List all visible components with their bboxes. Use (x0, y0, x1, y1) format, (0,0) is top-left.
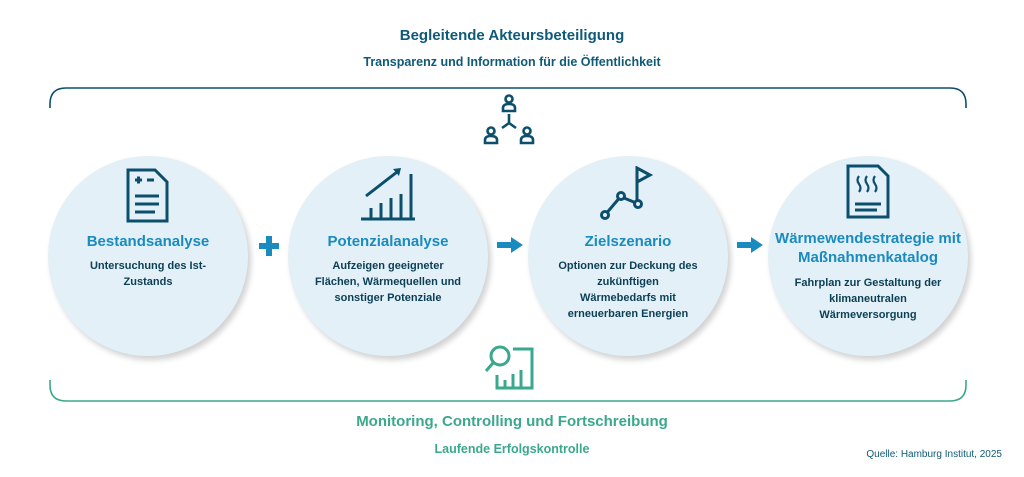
footer-subtitle: Laufende Erfolgskontrolle (434, 442, 590, 456)
step-description: Aufzeigen geeigneter Flächen, Wärmequell… (314, 260, 462, 304)
step-title: Wärmewendestrategie mit Maßnahmenkatalog (775, 230, 961, 266)
step-description: Optionen zur Deckung des zukünftigen Wär… (558, 260, 698, 320)
document-plus-minus-icon (126, 168, 169, 223)
heat-document-icon (846, 164, 890, 219)
header-title: Begleitende Akteursbeteiligung (399, 27, 625, 44)
step-title: Zielszenario (584, 233, 672, 250)
step-title: Bestandsanalyse (86, 233, 210, 250)
monitoring-icon (484, 345, 534, 390)
growth-chart-icon (361, 168, 415, 221)
step-bestandsanalyse: Bestandsanalyse Untersuchung des Ist-Zus… (48, 156, 248, 356)
arrow-connector-icon (497, 237, 523, 258)
step-description: Untersuchung des Ist-Zustands (89, 260, 207, 288)
plus-connector-icon (258, 236, 280, 261)
stakeholders-icon (483, 94, 535, 145)
route-flag-icon (600, 166, 654, 220)
step-title: Potenzialanalyse (327, 233, 449, 250)
footer-title: Monitoring, Controlling und Fortschreibu… (356, 413, 668, 430)
source-note: Quelle: Hamburg Institut, 2025 (866, 449, 1002, 460)
step-description: Fahrplan zur Gestaltung der klimaneutral… (794, 277, 942, 321)
bottom-bracket (49, 380, 967, 402)
step-waermewendestrategie: Wärmewendestrategie mit Maßnahmenkatalog… (768, 156, 968, 356)
step-potenzialanalyse: Potenzialanalyse Aufzeigen geeigneter Fl… (288, 156, 488, 356)
step-zielszenario: Zielszenario Optionen zur Deckung des zu… (528, 156, 728, 356)
header-subtitle: Transparenz und Information für die Öffe… (363, 55, 661, 69)
top-bracket (49, 87, 967, 108)
arrow-connector-icon (737, 237, 763, 258)
